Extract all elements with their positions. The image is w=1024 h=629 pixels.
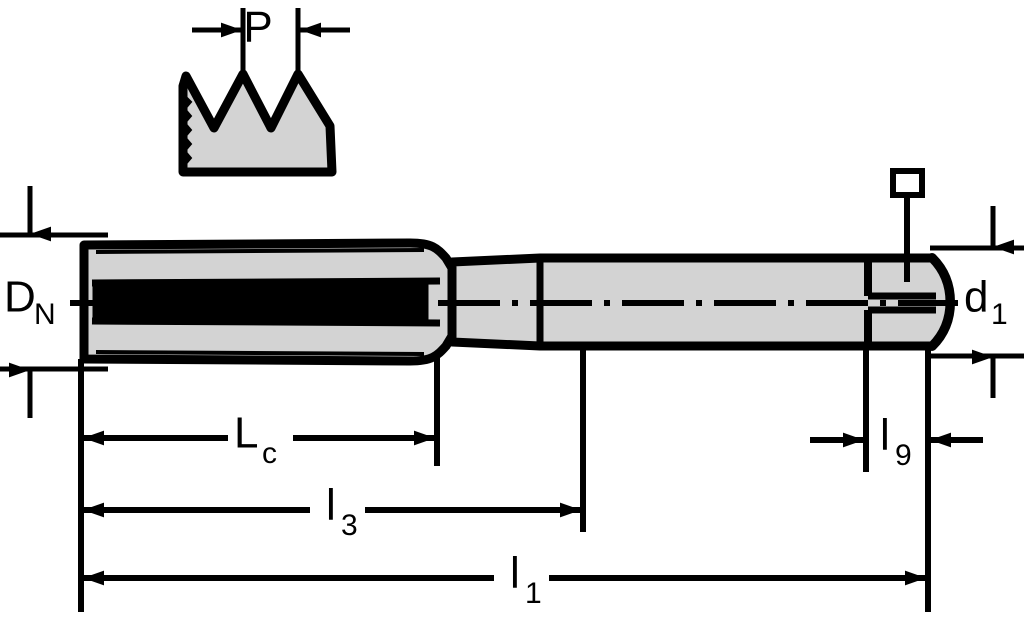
dimension-Lc-group: L c: [83, 409, 435, 470]
dimension-label-DN-sub: N: [34, 298, 56, 331]
dimension-label-Lc-main: L: [234, 409, 258, 458]
dimension-label-d1-sub: 1: [991, 298, 1008, 331]
thread-crest-line-bottom: [95, 350, 425, 356]
dimension-label-l9-main: l: [880, 411, 890, 460]
dimension-label-l1-main: l: [510, 549, 520, 598]
dimension-DN-group: D N: [0, 186, 108, 418]
thread-profile-shape: [178, 69, 337, 177]
dimension-label-l3-sub: 3: [341, 509, 358, 542]
thread-profile-detail-view: [178, 8, 350, 177]
dimension-label-l3-main: l: [326, 481, 336, 530]
thread-profile-break-edge: [179, 94, 193, 167]
thread-root-line-top: [91, 277, 441, 287]
square-drive-symbol: [890, 168, 925, 282]
dimension-d1-group: d 1: [930, 206, 1024, 398]
dimension-label-d1-main: d: [964, 273, 988, 322]
dimension-l3-group: l 3: [83, 481, 581, 542]
thread-crest-line-top: [95, 248, 425, 254]
dimension-label-l9-sub: 9: [895, 439, 912, 472]
dimension-l1-group: l 1: [83, 549, 926, 610]
square-icon: [890, 168, 925, 198]
tap-body-group: [70, 238, 958, 366]
dimension-label-DN-main: D: [4, 273, 36, 322]
dimension-label-P: P: [243, 3, 272, 52]
dimension-label-Lc-sub: c: [262, 437, 277, 470]
dimension-label-l1-sub: 1: [525, 577, 542, 610]
dimension-l9-group: l 9: [810, 411, 983, 472]
